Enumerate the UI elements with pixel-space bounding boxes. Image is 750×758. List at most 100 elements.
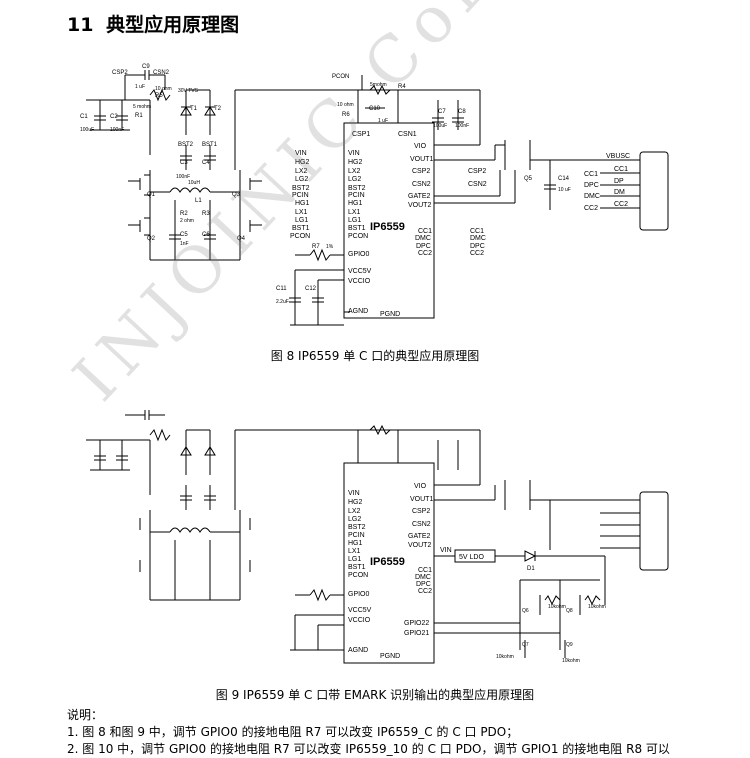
pin-label: AGND xyxy=(348,647,368,654)
value-label: 10 ohm xyxy=(337,102,354,108)
schematic-figure-9: IP6559 VIN HG2 LX2 LG2 BST2 PCIN HG1 LX1… xyxy=(86,410,669,664)
ref-label: Q2 xyxy=(147,236,156,242)
pin-csp1: CSP1 xyxy=(352,131,370,138)
pin-label: DPC xyxy=(416,581,431,588)
resistor-R4 xyxy=(369,84,391,96)
net-label: BST2 xyxy=(292,185,310,192)
net-label: CC2 xyxy=(470,250,484,257)
ref-label: BST2 xyxy=(178,142,194,148)
resistor-value: 10kohm xyxy=(548,604,566,610)
inductor-L1 xyxy=(169,187,211,193)
ref-label: R4 xyxy=(398,84,406,90)
net-label: CC1 xyxy=(470,228,484,235)
pin-label: HG2 xyxy=(348,499,363,506)
ref-label: C14 xyxy=(558,176,570,182)
net-label: HG2 xyxy=(295,159,310,166)
ref-label: C7 xyxy=(438,109,446,115)
ref-label: C12 xyxy=(305,286,317,292)
pin-label: HG1 xyxy=(348,200,363,207)
pin-label: LX2 xyxy=(348,508,361,515)
ic-name: IP6559 xyxy=(370,221,405,233)
pin-label: DMC xyxy=(415,235,431,242)
pin-label: HG1 xyxy=(348,540,363,547)
fet-label: Q8 xyxy=(566,608,573,614)
pin-label: VOUT2 xyxy=(408,542,431,549)
output-net-labels: CSP2 CSN2 CC1 DMC DPC CC2 xyxy=(468,168,487,257)
section-title: 典型应用原理图 xyxy=(106,14,240,36)
net-label: LX2 xyxy=(295,168,308,175)
value-labels: 100uF 100nF 1 uF 10 ohm 5 mohm 30V TVS 1… xyxy=(80,82,571,305)
usb-label: DPC xyxy=(584,182,599,189)
ref-label: R7 xyxy=(312,244,320,250)
pin-label: VCC5V xyxy=(348,268,372,275)
component-labels: C1 C2 CSP2 C9 CSN2 R5 R1 T1 T2 BST2 BST1… xyxy=(80,64,570,292)
pin-label: CC1 xyxy=(418,228,432,235)
resistor-value: 10kohm xyxy=(496,654,514,660)
pin-label: DMC xyxy=(415,574,431,581)
net-label: CSN2 xyxy=(468,181,487,188)
pin-label: AGND xyxy=(348,308,368,315)
ref-label: C6 xyxy=(202,232,210,238)
ldo-input-label: VIN xyxy=(440,547,452,554)
pin-label: PCON xyxy=(348,572,368,579)
net-label: HG1 xyxy=(295,200,310,207)
usb-net: CC2 xyxy=(614,201,628,208)
value-label: 2 ohm xyxy=(180,218,194,224)
pin-label: CC1 xyxy=(418,567,432,574)
pin-label: LX1 xyxy=(348,548,361,555)
resistor-R7 xyxy=(309,588,331,602)
pin-label: BST1 xyxy=(348,225,366,232)
notes-line-1: 1. 图 8 和图 9 中，调节 GPIO0 的接地电阻 R7 可以改变 IP6… xyxy=(67,725,519,739)
pin-label: LX1 xyxy=(348,209,361,216)
diode-D1 xyxy=(524,550,537,562)
pin-label: VOUT2 xyxy=(408,202,431,209)
pin-label: GPIO0 xyxy=(348,251,370,258)
notes-title: 说明： xyxy=(67,708,104,722)
right-pin-labels: VIO VOUT1 CSP2 CSN2 GATE2 VOUT2 CC1 DMC … xyxy=(380,143,433,318)
ic-name: IP6559 xyxy=(370,556,405,568)
pin-label: GPIO22 xyxy=(404,620,429,627)
pin-label: CC2 xyxy=(418,588,432,595)
ref-label: C8 xyxy=(458,109,466,115)
notes-section: 说明： 1. 图 8 和图 9 中，调节 GPIO0 的接地电阻 R7 可以改变… xyxy=(67,707,670,758)
usb-net: VBUSC xyxy=(606,153,630,160)
value-label: 100nF xyxy=(110,127,124,133)
input-net-labels: VIN HG2 LX2 LG2 BST2 PCIN HG1 LX1 LG1 BS… xyxy=(290,150,310,240)
left-pin-labels: VIN HG2 LX2 LG2 BST2 PCIN HG1 LX1 LG1 BS… xyxy=(348,150,372,315)
usb-net: DM xyxy=(614,189,625,196)
value-label: 30V TVS xyxy=(178,88,199,94)
ref-label: Q3 xyxy=(232,192,241,198)
net-label: DPC xyxy=(470,243,485,250)
value-label: 1nF xyxy=(180,241,189,247)
section-number: 11 xyxy=(67,14,94,36)
fet-labels: Q6 Q8 Q7 Q9 10kohm 10kohm 10kohm 10kohm xyxy=(496,604,606,664)
ref-label: R3 xyxy=(202,211,210,217)
usb-c-connector xyxy=(639,151,669,231)
ref-label: C2 xyxy=(110,114,118,120)
fet-label: Q6 xyxy=(522,608,529,614)
net-label: DMC xyxy=(470,235,486,242)
inductor-L1 xyxy=(169,527,211,533)
resistor-value: 10kohm xyxy=(588,604,606,610)
resistor-R4 xyxy=(369,424,391,436)
value-label: 100uF xyxy=(80,127,94,133)
pin-label: BST2 xyxy=(348,524,366,531)
resistor-R7 xyxy=(309,248,331,262)
pin-label: LG1 xyxy=(348,556,361,563)
ref-label: C11 xyxy=(276,286,287,292)
net-label: LG1 xyxy=(295,217,308,224)
pin-label: CSP2 xyxy=(412,168,430,175)
value-label: 1 uF xyxy=(378,118,388,124)
ref-label: R2 xyxy=(180,211,188,217)
pin-label: BST1 xyxy=(348,564,366,571)
figure-9-caption: 图 9 IP6559 单 C 口带 EMARK 识别输出的典型应用原理图 xyxy=(215,688,535,702)
usb-labels: VBUSC CC1 DP DM CC2 CC1 DPC DMC CC2 xyxy=(584,153,630,212)
pin-label: VCC5V xyxy=(348,607,372,614)
value-label: 100uF xyxy=(433,123,447,129)
pin-label: PCON xyxy=(348,233,368,240)
net-label: LG2 xyxy=(295,176,308,183)
pin-label: VOUT1 xyxy=(410,156,433,163)
figure-8-caption: 图 8 IP6559 单 C 口的典型应用原理图 xyxy=(270,349,480,363)
pin-label: VIN xyxy=(348,150,360,157)
ref-label: PCON xyxy=(332,74,349,80)
